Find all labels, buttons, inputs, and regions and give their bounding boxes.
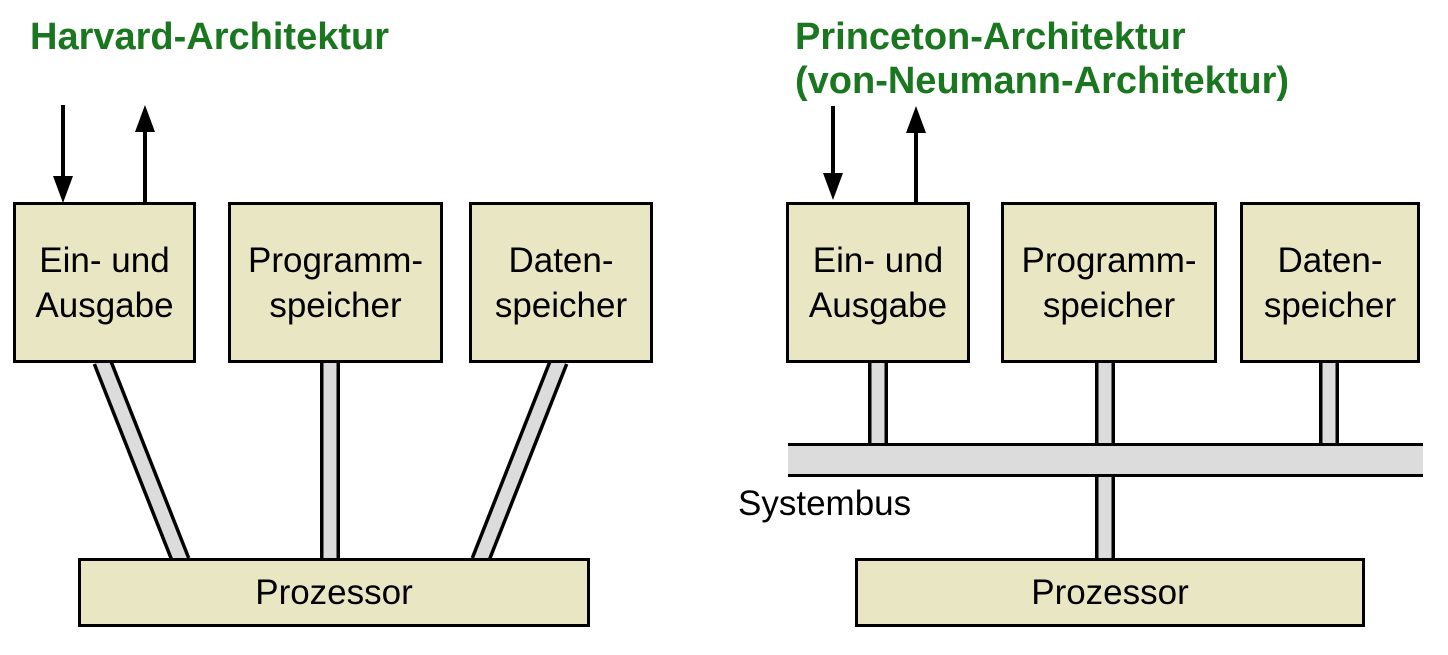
harvard-data-memory-box: Daten- speicher bbox=[469, 202, 653, 363]
harvard-title: Harvard-Architektur bbox=[30, 16, 389, 58]
princeton-data-memory-box: Daten- speicher bbox=[1240, 202, 1420, 363]
arrow-down-icon bbox=[823, 106, 843, 200]
princeton-program-memory-box: Programm- speicher bbox=[1001, 202, 1217, 363]
system-bus-label: Systembus bbox=[738, 484, 912, 523]
harvard-processor-box: Prozessor bbox=[78, 558, 590, 627]
system-bus-bar bbox=[788, 443, 1423, 477]
harvard-io-box: Ein- und Ausgabe bbox=[13, 202, 196, 363]
harvard-program-memory-box: Programm- speicher bbox=[228, 202, 443, 363]
arrow-down-icon bbox=[53, 105, 73, 203]
princeton-io-box: Ein- und Ausgabe bbox=[786, 202, 970, 363]
arrow-up-icon bbox=[135, 105, 155, 204]
harvard-data-to-cpu-connector bbox=[470, 357, 569, 565]
arrow-up-icon bbox=[906, 106, 926, 204]
princeton-title: Princeton-Architektur (von-Neumann-Archi… bbox=[795, 16, 1290, 102]
harvard-io-to-cpu-connector bbox=[92, 357, 191, 565]
princeton-processor-box: Prozessor bbox=[855, 558, 1365, 627]
